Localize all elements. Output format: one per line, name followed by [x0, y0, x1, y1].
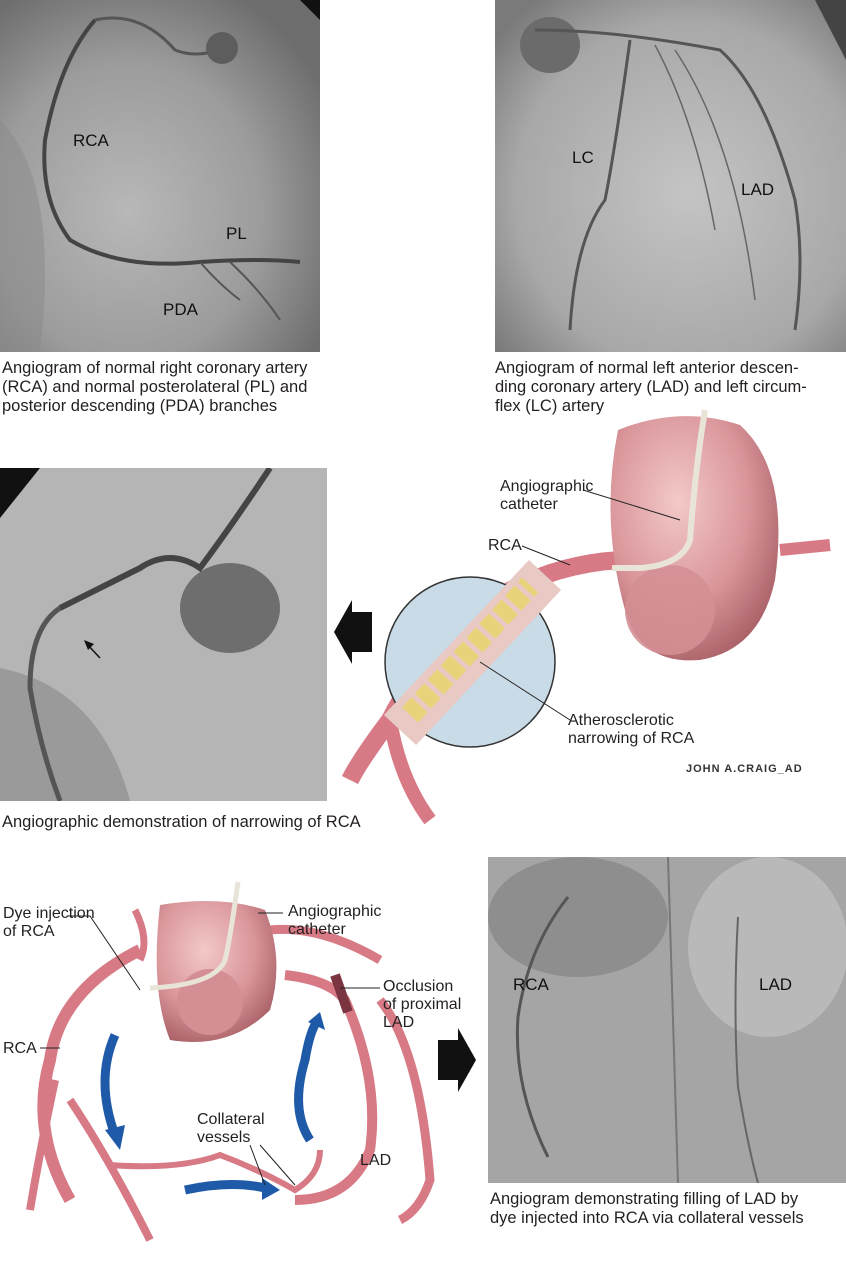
label-lc: LC: [572, 148, 594, 167]
label-pda: PDA: [163, 300, 198, 319]
label-lad: LAD: [741, 180, 775, 199]
label-line: narrowing of RCA: [568, 730, 695, 747]
angiogram-narrowing-image: [0, 468, 327, 801]
label-line: Occlusion: [383, 978, 454, 995]
angiogram-rca-image: [0, 0, 320, 352]
caption-top-right: Angiogram of normal left anterior descen…: [495, 359, 807, 416]
arrow-left-icon: [334, 600, 372, 664]
caption-line: dye injected into RCA via collateral ves…: [490, 1209, 804, 1227]
caption-line: (RCA) and normal posterolateral (PL) and: [2, 378, 308, 396]
label-lad-angiogram: LAD: [759, 975, 793, 994]
angiogram-collateral-image: [488, 857, 846, 1183]
label-rca-mid: RCA: [488, 537, 522, 554]
caption-line: Angiogram of normal right coronary arter…: [2, 359, 308, 377]
label-lad-bottom: LAD: [360, 1152, 392, 1169]
label-occlusion: Occlusion of proximal LAD: [383, 978, 461, 1032]
caption-middle: Angiographic demonstration of narrowing …: [2, 813, 361, 831]
label-line: Angiographic: [500, 478, 594, 495]
label-dye-injection: Dye injection of RCA: [3, 905, 95, 941]
label-line: Atherosclerotic: [568, 712, 674, 729]
label-line: Angiographic: [288, 903, 382, 920]
caption-line: ding coronary artery (LAD) and left circ…: [495, 378, 807, 396]
label-rca-bottom: RCA: [3, 1040, 37, 1057]
caption-bottom: Angiogram demonstrating filling of LAD b…: [490, 1190, 804, 1228]
angiogram-collateral-filling: RCA LAD: [488, 857, 846, 1183]
angiogram-lad-image: [495, 0, 846, 352]
angiogram-rca-narrowing: [0, 468, 327, 801]
caption-line: Angiogram demonstrating filling of LAD b…: [490, 1190, 799, 1208]
angiogram-lad-lc-normal: LC LAD: [495, 0, 846, 352]
angiogram-rca-normal: RCA PL PDA: [0, 0, 320, 352]
label-rca: RCA: [73, 131, 109, 150]
label-line: Dye injection: [3, 905, 95, 922]
label-line: catheter: [500, 496, 558, 513]
caption-line: posterior descending (PDA) branches: [2, 397, 278, 415]
label-line: vessels: [197, 1129, 251, 1146]
label-line: catheter: [288, 921, 346, 938]
label-line: LAD: [383, 1014, 415, 1031]
label-line: of proximal: [383, 996, 462, 1013]
label-rca-angiogram: RCA: [513, 975, 549, 994]
label-line: of RCA: [3, 923, 55, 940]
arrow-right-icon: [438, 1028, 476, 1092]
label-pl: PL: [226, 224, 247, 243]
label-collateral-vessels: Collateral vessels: [197, 1111, 265, 1147]
caption-line: Angiogram of normal left anterior descen…: [495, 359, 799, 377]
caption-line: flex (LC) artery: [495, 397, 605, 415]
caption-top-left: Angiogram of normal right coronary arter…: [2, 359, 307, 416]
artist-signature: JOHN A.CRAIG_AD: [686, 763, 803, 775]
label-line: Collateral: [197, 1111, 265, 1128]
label-atherosclerotic-narrowing: Atherosclerotic narrowing of RCA: [568, 712, 694, 748]
label-angiographic-catheter-bottom: Angiographic catheter: [288, 903, 381, 939]
label-angiographic-catheter-mid: Angiographic catheter: [500, 478, 593, 514]
